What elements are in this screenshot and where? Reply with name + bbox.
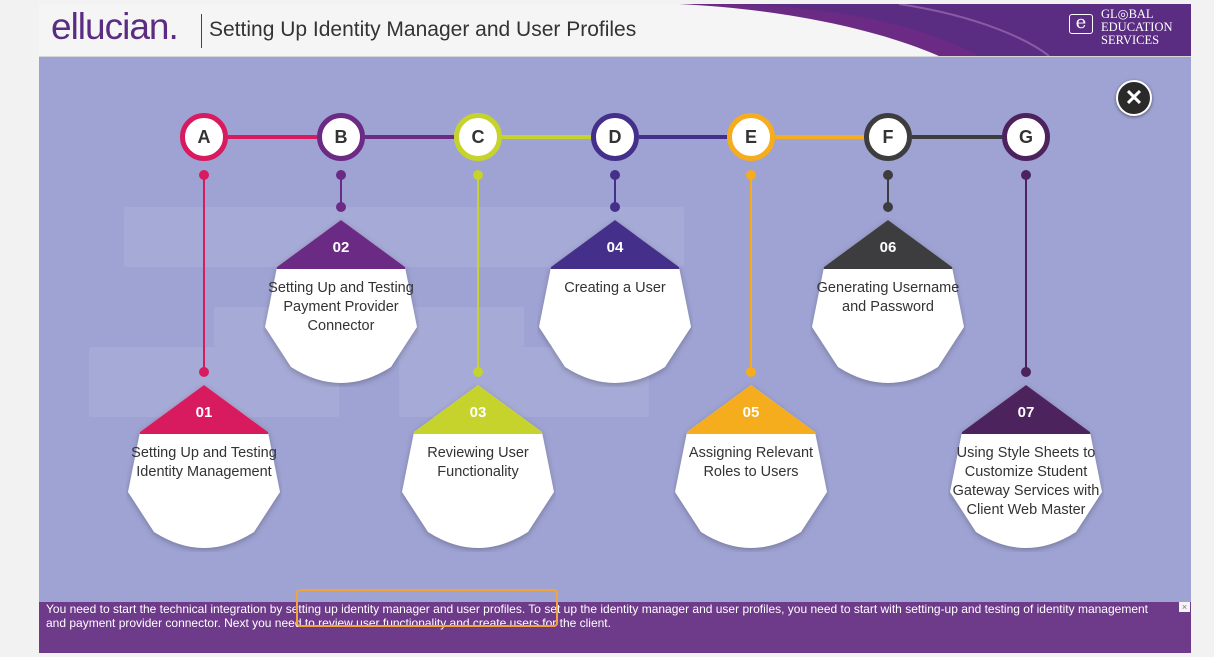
card-shape xyxy=(128,385,280,548)
caption-close-icon[interactable]: × xyxy=(1179,602,1190,612)
card-shape xyxy=(675,385,827,548)
header-bar: ellucian. Setting Up Identity Manager an… xyxy=(39,4,1191,57)
card-label: Reviewing User Functionality xyxy=(427,445,529,480)
step-d-marker[interactable]: D xyxy=(591,113,639,161)
caption-bar: You need to start the technical integrat… xyxy=(39,602,1191,653)
connector-dot xyxy=(1021,367,1031,377)
ellucian-logo: ellucian. xyxy=(51,6,179,47)
connector-dot xyxy=(883,202,893,212)
brand-line-3: SERVICES xyxy=(1101,33,1160,47)
card-number: 07 xyxy=(1017,404,1035,421)
step-g-marker[interactable]: G xyxy=(1002,113,1050,161)
connector-dot xyxy=(199,170,209,180)
presentation-frame: ellucian. Setting Up Identity Manager an… xyxy=(39,4,1191,653)
connector-dot xyxy=(473,170,483,180)
card-number: 06 xyxy=(879,239,897,256)
card-number: 01 xyxy=(195,404,213,421)
step-f-marker[interactable]: F xyxy=(864,113,912,161)
card-number: 05 xyxy=(742,404,760,421)
card-shape xyxy=(950,385,1102,548)
step-b-marker[interactable]: B xyxy=(317,113,365,161)
card-label: Creating a User xyxy=(564,280,666,296)
step-e-marker[interactable]: E xyxy=(727,113,775,161)
title-divider xyxy=(201,14,202,48)
connector-dot xyxy=(1021,170,1031,180)
card-shape xyxy=(265,220,417,383)
card-number: 04 xyxy=(606,239,624,256)
card-label: Generating Username and Password xyxy=(816,280,960,315)
caption-text: You need to start the technical integrat… xyxy=(46,602,1149,630)
step-a-marker[interactable]: A xyxy=(180,113,228,161)
card-shape xyxy=(812,220,964,383)
connector-dot xyxy=(199,367,209,377)
connector-dot xyxy=(610,170,620,180)
connector-dot xyxy=(336,202,346,212)
card-label: Using Style Sheets to Customize Student … xyxy=(952,445,1100,518)
timeline-connectors xyxy=(199,135,1031,377)
card-shape xyxy=(402,385,554,548)
connector-dot xyxy=(746,170,756,180)
card-number: 02 xyxy=(332,239,350,256)
connector-dot xyxy=(473,367,483,377)
global-education-services-logo: e GL◎BAL EDUCATION SERVICES xyxy=(1061,6,1187,54)
connector-dot xyxy=(746,367,756,377)
step-c-marker[interactable]: C xyxy=(454,113,502,161)
connector-dot xyxy=(610,202,620,212)
connector-dot xyxy=(883,170,893,180)
card-label: Assigning Relevant Roles to Users xyxy=(688,445,814,480)
close-button[interactable]: ✕ xyxy=(1116,80,1152,116)
ges-badge-icon: e xyxy=(1069,14,1093,34)
caption-highlight-box xyxy=(296,589,558,627)
connector-dot xyxy=(336,170,346,180)
card-label: Setting Up and Testing Identity Manageme… xyxy=(131,445,277,480)
card-label: Setting Up and Testing Payment Provider … xyxy=(268,280,414,334)
page-title: Setting Up Identity Manager and User Pro… xyxy=(209,18,637,41)
header-swoosh-decoration xyxy=(679,4,1191,56)
brand-line-1: GL◎BAL xyxy=(1101,7,1154,21)
card-number: 03 xyxy=(469,404,487,421)
card-shape xyxy=(539,220,691,383)
brand-line-2: EDUCATION xyxy=(1101,20,1173,34)
